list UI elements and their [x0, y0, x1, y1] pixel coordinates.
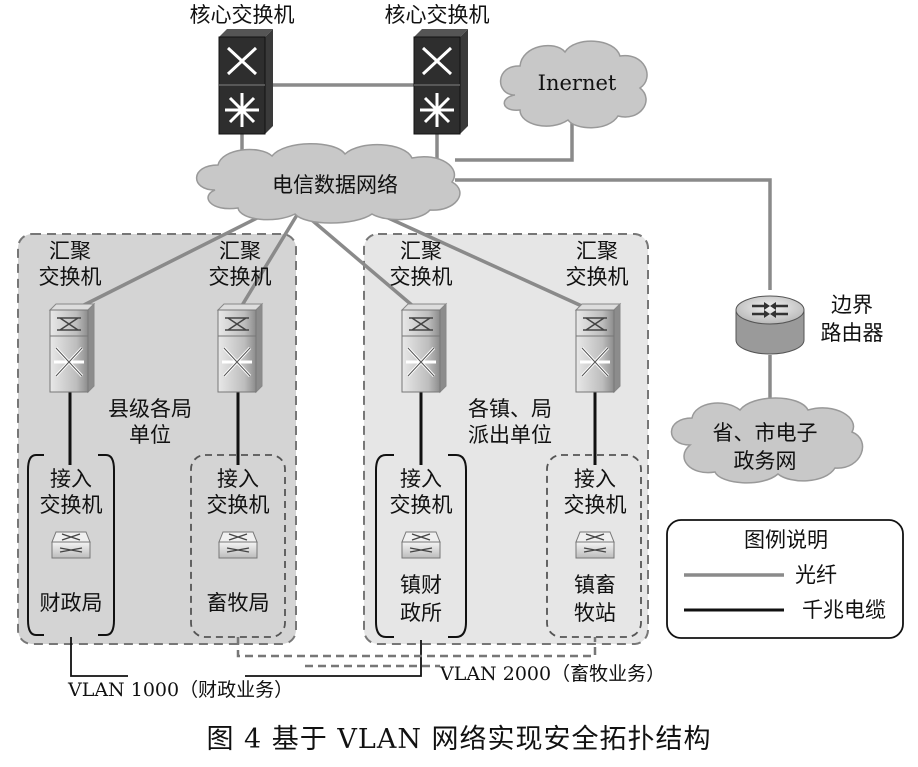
gov-network-cloud: 省、市电子 政务网: [670, 397, 864, 484]
unit-label-4b: 牧站: [574, 601, 616, 625]
telecom-cloud: 电信数据网络: [195, 143, 461, 224]
vlan-2000-label: VLAN 2000（畜牧业务）: [439, 663, 665, 685]
unit-label-3b: 政所: [400, 601, 442, 625]
town-group-label-2: 派出单位: [468, 423, 552, 447]
county-group-label-2: 单位: [129, 423, 171, 447]
access-label-2a: 接入: [217, 467, 259, 491]
vlan-2000-bracket: [236, 637, 597, 668]
core-switch-label-2: 核心交换机: [385, 3, 490, 27]
access-box-3: [375, 454, 467, 638]
access-switch-3: [401, 531, 441, 559]
router-label-2: 路由器: [821, 321, 884, 345]
gov-network-label-1: 省、市电子: [713, 421, 818, 445]
telecom-label: 电信数据网络: [272, 173, 398, 197]
agg-label-3a: 汇聚: [400, 239, 442, 263]
agg-label-3b: 交换机: [390, 265, 453, 289]
unit-label-3a: 镇财: [400, 573, 442, 597]
aggregation-switch-2: [216, 302, 264, 394]
aggregation-switch-1: [48, 302, 96, 394]
edge-router: [735, 295, 805, 355]
core-switch-2: [413, 29, 468, 135]
unit-label-4a: 镇畜: [574, 573, 616, 597]
agg-label-1a: 汇聚: [49, 239, 91, 263]
access-box-1: [27, 454, 115, 636]
access-label-3b: 交换机: [390, 493, 453, 517]
agg-label-2b: 交换机: [209, 265, 272, 289]
cable-links: [68, 392, 597, 465]
access-label-3a: 接入: [400, 467, 442, 491]
access-label-1b: 交换机: [40, 493, 103, 517]
access-switch-1: [51, 531, 91, 559]
internet-cloud: Inernet: [499, 40, 648, 129]
agg-label-4a: 汇聚: [576, 239, 618, 263]
core-switch-label-1: 核心交换机: [190, 3, 295, 27]
aggregation-switch-3: [400, 302, 448, 394]
vlan-1000-bracket: [70, 637, 422, 677]
access-label-4b: 交换机: [564, 493, 627, 517]
legend-cable-label: 千兆电缆: [802, 598, 886, 622]
access-label-4a: 接入: [574, 467, 616, 491]
aggregation-switch-4: [574, 302, 622, 394]
agg-label-2a: 汇聚: [219, 239, 261, 263]
agg-label-4b: 交换机: [566, 265, 629, 289]
figure-caption: 图 4 基于 VLAN 网络实现安全拓扑结构: [206, 724, 711, 755]
access-label-1a: 接入: [50, 467, 92, 491]
legend-title: 图例说明: [744, 528, 828, 552]
unit-label-1: 财政局: [40, 591, 103, 615]
vlan-1000-label: VLAN 1000（财政业务）: [67, 679, 293, 701]
county-group-label-1: 县级各局: [108, 397, 192, 421]
access-switch-2: [218, 531, 258, 559]
legend: 图例说明 光纤 千兆电缆: [666, 519, 904, 639]
access-label-2b: 交换机: [207, 493, 270, 517]
town-group-label-1: 各镇、局: [468, 397, 552, 421]
legend-fiber-label: 光纤: [795, 563, 837, 587]
unit-label-2: 畜牧局: [207, 591, 270, 615]
agg-label-1b: 交换机: [39, 265, 102, 289]
internet-label: Inernet: [538, 71, 617, 95]
core-switch-1: [218, 29, 273, 135]
fiber-links: [69, 83, 772, 400]
gov-network-label-2: 政务网: [734, 449, 797, 473]
access-switch-4: [575, 531, 615, 559]
router-label-1: 边界: [831, 293, 873, 317]
